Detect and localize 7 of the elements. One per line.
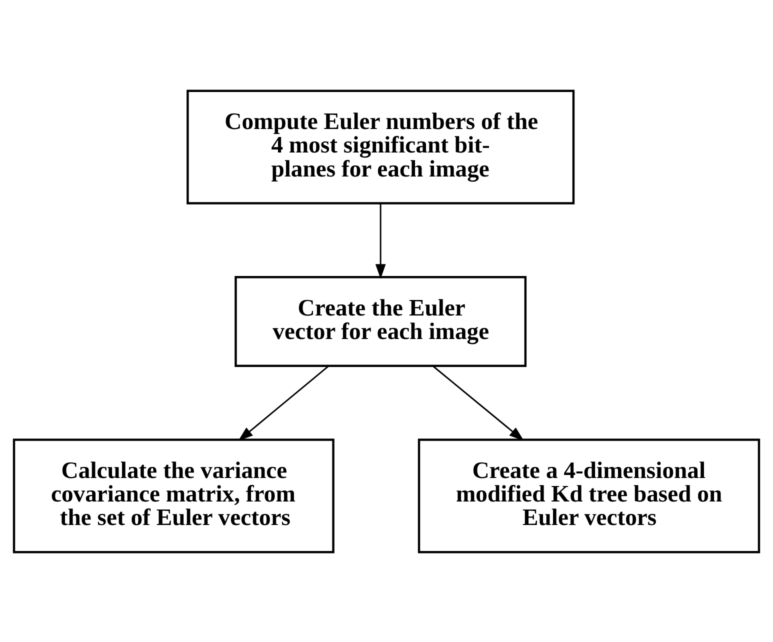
arrow [432,365,524,440]
node-box: Create the Euler vector for each image [234,276,527,366]
arrow [375,202,386,278]
node-box: Create a 4-dimensional modified Kd tree based on Euler vectors [418,438,760,553]
arrow [238,365,329,440]
node-box: Calculate the variance covariance matrix, from the set of Euler vectors [12,438,334,553]
node-box: Compute Euler numbers of the 4 most significant bit-planes for each image [186,89,575,204]
